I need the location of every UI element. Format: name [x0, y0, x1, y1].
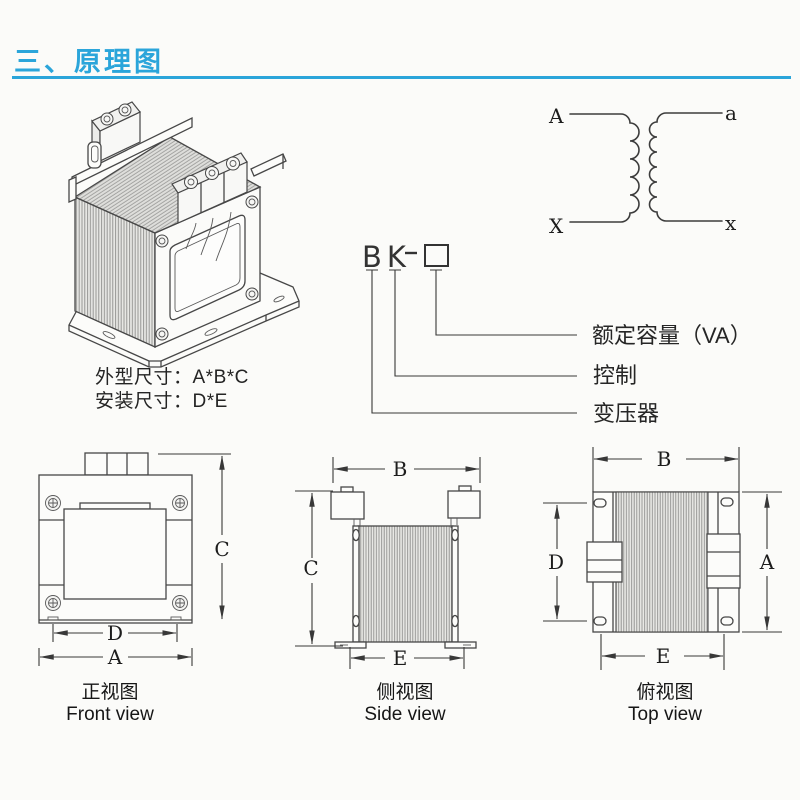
side-view-caption-zh: 侧视图 — [376, 682, 434, 703]
dim-label-B: B — [393, 457, 408, 481]
terminal-blocks — [330, 485, 481, 529]
side-view-caption-en: Side view — [364, 704, 446, 725]
dimension-lines — [38, 453, 231, 666]
dim-label-D: D — [548, 550, 564, 574]
top-view-caption: 俯视图 Top view — [585, 682, 745, 726]
mounting-slots — [593, 497, 734, 626]
callout-control: 控制 — [593, 363, 637, 388]
terminal-block-three-screw — [171, 152, 248, 224]
terminal-screw-icon — [118, 103, 132, 117]
top-view-drawing: B D A E — [543, 447, 782, 670]
callout-lines — [366, 269, 577, 414]
terminal-screw-icon — [205, 166, 219, 180]
terminal-block-two-screw — [87, 101, 141, 169]
dim-label-A: A — [107, 645, 123, 669]
model-code-diagram: BK 额定容量（VA） 控制 变压器 — [362, 240, 752, 426]
outline-size-note: 外型尺寸：A*B*C — [95, 367, 249, 388]
front-view-caption: 正视图 Front view — [30, 682, 190, 726]
dimension-lines — [543, 447, 782, 670]
top-view-caption-en: Top view — [628, 704, 702, 725]
top-view-caption-zh: 俯视图 — [636, 682, 694, 703]
terminal-label-a: a — [725, 101, 737, 125]
front-view-caption-zh: 正视图 — [81, 682, 139, 703]
corner-screws — [45, 495, 188, 611]
lamination-stack — [615, 491, 709, 633]
section-title-underline — [12, 76, 791, 79]
terminal-block — [84, 452, 149, 476]
dimension-lines — [295, 457, 481, 669]
terminal-label-A: A — [548, 104, 564, 128]
base-slot-hole — [273, 295, 285, 303]
callout-transformer: 变压器 — [593, 401, 659, 426]
base-slot-hole — [204, 328, 218, 336]
dimension-note: 外型尺寸：A*B*C 安装尺寸：D*E — [95, 366, 249, 414]
mounting-size-note: 安装尺寸：D*E — [95, 391, 228, 412]
winding-schematic: A X a x — [548, 101, 737, 238]
side-clamps — [352, 525, 459, 643]
frame-screws — [155, 195, 259, 341]
callout-rated-capacity: 额定容量（VA） — [592, 323, 752, 348]
front-view-drawing: C D A — [38, 452, 231, 669]
right-rail-bracket — [250, 153, 287, 177]
lamination-top-face — [73, 136, 262, 234]
lead-wires — [185, 211, 232, 262]
dim-label-B: B — [657, 447, 672, 471]
dim-label-A: A — [759, 550, 775, 574]
secondary-winding-coil — [648, 112, 723, 222]
lamination-stack — [357, 525, 454, 643]
dim-label-C: C — [303, 556, 318, 580]
front-view-caption-en: Front view — [66, 704, 154, 725]
section-title: 三、原理图 — [14, 47, 164, 77]
primary-winding-coil — [569, 113, 640, 223]
dim-label-E: E — [393, 646, 408, 670]
side-view-caption: 侧视图 Side view — [325, 682, 485, 726]
model-code-box — [424, 244, 449, 267]
coil-bobbin — [63, 508, 167, 600]
model-code-prefix: BK — [362, 240, 411, 274]
isometric-transformer-drawing — [68, 101, 300, 368]
dim-label-C: C — [214, 537, 229, 561]
base-slot-hole — [102, 331, 116, 339]
terminal-label-X: X — [549, 214, 564, 238]
terminal-screw-icon — [100, 112, 114, 126]
terminal-screw-icon — [184, 175, 198, 189]
terminal-label-x: x — [725, 211, 737, 235]
dim-label-E: E — [656, 644, 671, 668]
terminal-screw-icon — [226, 156, 240, 171]
side-view-drawing: B C E — [295, 457, 481, 670]
din-rail — [68, 116, 193, 203]
side-clamps — [586, 533, 741, 589]
dim-label-D: D — [107, 621, 123, 645]
